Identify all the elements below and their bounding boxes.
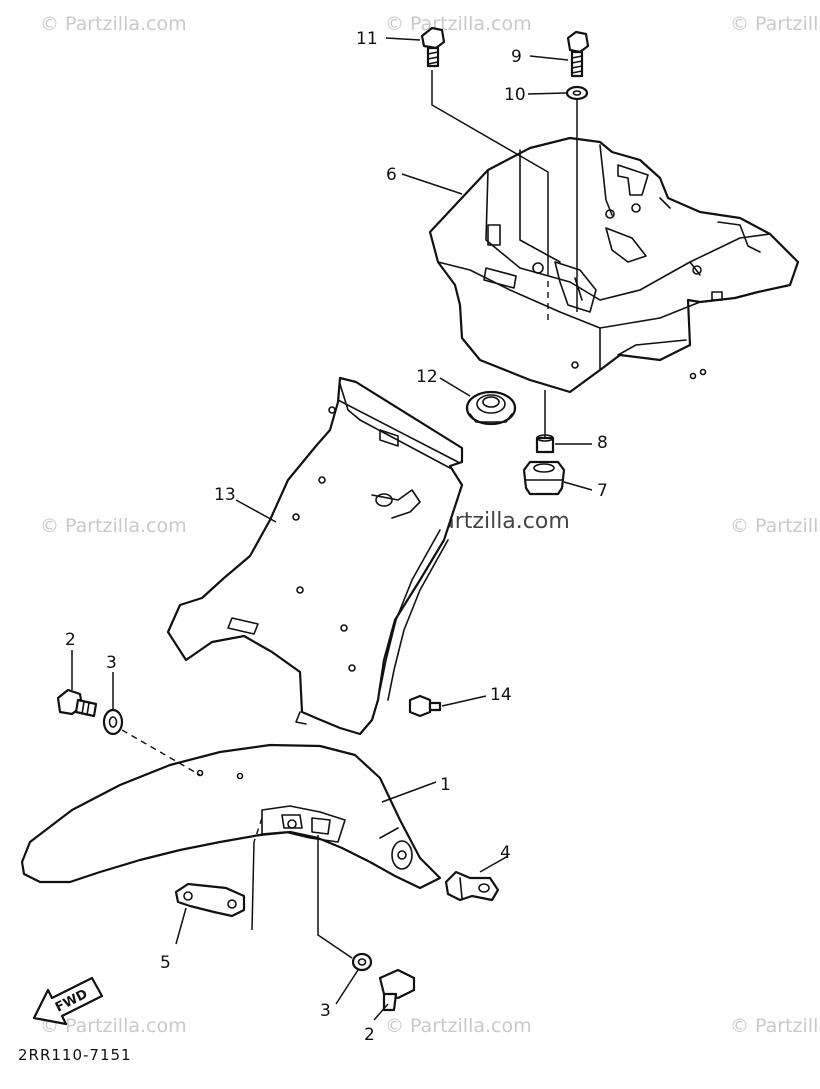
part-2-bolt-upper[interactable] bbox=[56, 688, 98, 718]
leader-5 bbox=[175, 907, 187, 945]
leader-2-lower bbox=[373, 1003, 389, 1021]
callout-3-lower: 3 bbox=[320, 1001, 331, 1021]
part-1-fender[interactable] bbox=[20, 743, 442, 890]
leader-11-label bbox=[385, 37, 421, 41]
part-12-grommet[interactable] bbox=[465, 390, 517, 426]
leader-12-label bbox=[439, 377, 471, 397]
part-2-bolt-lower[interactable] bbox=[378, 968, 416, 1012]
watermark: © Partzilla.com bbox=[730, 515, 820, 537]
part-3-washer-upper[interactable] bbox=[102, 708, 124, 736]
part-7-damper[interactable] bbox=[522, 460, 566, 496]
leader-9-label bbox=[529, 55, 569, 61]
leader-14 bbox=[441, 695, 487, 707]
callout-3-upper: 3 bbox=[106, 653, 117, 673]
part-14-screw[interactable] bbox=[408, 694, 442, 718]
leader-11 bbox=[431, 70, 549, 270]
callout-7: 7 bbox=[597, 481, 608, 501]
part-4-clip[interactable] bbox=[444, 870, 500, 902]
callouts: 11 9 10 6 12 8 7 13 14 2 3 1 4 5 3 2 bbox=[65, 29, 608, 1045]
part-10-washer[interactable] bbox=[565, 85, 589, 101]
callout-13: 13 bbox=[214, 485, 236, 505]
callout-11: 11 bbox=[356, 29, 378, 49]
part-8-collar[interactable] bbox=[535, 434, 555, 454]
leader-3-lower-top bbox=[317, 835, 353, 959]
callout-2-lower: 2 bbox=[364, 1025, 375, 1045]
leader-4 bbox=[479, 855, 509, 873]
leader-13-label bbox=[235, 499, 277, 523]
callout-4: 4 bbox=[500, 843, 511, 863]
part-5-bracket[interactable] bbox=[174, 882, 246, 918]
leader-3-lower bbox=[335, 969, 359, 1005]
watermark: © Partzilla.com bbox=[730, 1015, 820, 1037]
callout-5: 5 bbox=[160, 953, 171, 973]
watermark: © Partzilla.com bbox=[40, 13, 187, 35]
callout-12: 12 bbox=[416, 367, 438, 387]
callout-2-upper: 2 bbox=[65, 630, 76, 650]
leader-dash-upper bbox=[121, 729, 201, 776]
watermark: © Partzilla.com bbox=[40, 515, 187, 537]
leader-dash-5 bbox=[253, 817, 263, 843]
part-9-bolt[interactable] bbox=[566, 30, 590, 78]
callout-6: 6 bbox=[386, 165, 397, 185]
part-6-tray[interactable] bbox=[428, 136, 800, 394]
leader-1-label bbox=[381, 781, 437, 803]
leader-10-label bbox=[527, 92, 567, 95]
watermark: © Partzilla.com bbox=[385, 13, 532, 35]
watermark: © Partzilla.com bbox=[385, 1015, 532, 1037]
callout-8: 8 bbox=[597, 433, 608, 453]
callout-1: 1 bbox=[440, 775, 451, 795]
callout-10: 10 bbox=[504, 85, 526, 105]
part-3-washer-lower[interactable] bbox=[351, 952, 373, 972]
part-11-bolt[interactable] bbox=[420, 26, 446, 68]
leader-5b bbox=[251, 841, 255, 931]
leader-7-label bbox=[563, 481, 593, 491]
watermark: © Partzilla.com bbox=[40, 1015, 187, 1037]
diagram-code: 2RR110-7151 bbox=[18, 1046, 132, 1064]
watermark: © Partzilla.com bbox=[730, 13, 820, 35]
leader-6-label bbox=[401, 173, 463, 195]
callout-14: 14 bbox=[490, 685, 512, 705]
part-13-inner-panel[interactable] bbox=[166, 376, 464, 736]
callout-9: 9 bbox=[511, 47, 522, 67]
